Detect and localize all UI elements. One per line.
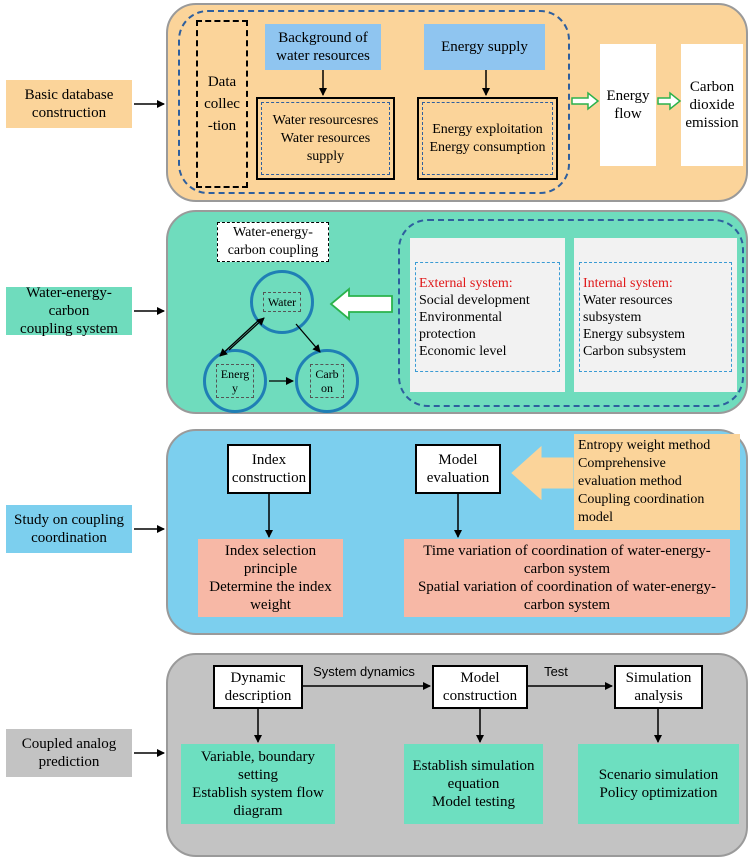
methods-box: Entropy weight method Comprehensive eval… (574, 434, 740, 530)
water-supply-frame (256, 97, 395, 180)
label-coupling-coordination: Study on coupling coordination (6, 505, 132, 553)
external-system-title: External system: (419, 275, 513, 291)
node-water-label: Water (262, 292, 302, 312)
node-carbon: Carb on (295, 349, 359, 413)
internal-system-panel (574, 238, 737, 392)
model-construction-box: Model construction (432, 665, 528, 709)
variable-boundary-box: Variable, boundary setting Establish sys… (181, 744, 335, 824)
energy-flow-box: Energy flow (600, 44, 656, 166)
label-basic-database: Basic database construction (6, 80, 132, 128)
node-water: Water (250, 270, 314, 334)
coupling-title-box: Water-energy- carbon coupling (217, 222, 329, 262)
internal-system-items: Water resources subsystem Energy subsyst… (583, 292, 687, 359)
energy-supply-box: Energy supply (424, 24, 545, 70)
simulation-equation-box: Establish simulation equation Model test… (404, 744, 543, 824)
node-energy-label: Energ y (215, 364, 255, 398)
dynamic-description-box: Dynamic description (213, 665, 303, 709)
external-system-panel (410, 238, 565, 392)
node-carbon-label: Carb on (310, 364, 344, 398)
model-evaluation-box: Model evaluation (415, 444, 501, 494)
test-label: Test (544, 664, 568, 679)
energy-exploit-box: Energy exploitation Energy consumption (422, 102, 553, 175)
external-system-items: Social development Environmental protect… (419, 292, 530, 359)
internal-system-title: Internal system: (583, 275, 673, 291)
energy-exploit-frame (417, 97, 558, 180)
external-system-box: External system: Social development Envi… (415, 262, 560, 372)
simulation-analysis-box: Simulation analysis (614, 665, 703, 709)
label-coupling-system: Water-energy-carbon coupling system (6, 285, 132, 337)
data-collection-box: Data collec -tion (196, 20, 248, 188)
background-water-box: Background of water resources (265, 24, 381, 70)
system-dynamics-label: System dynamics (313, 664, 415, 679)
node-energy: Energ y (203, 349, 267, 413)
index-construction-box: Index construction (227, 444, 311, 494)
label-analog-prediction: Coupled analog prediction (6, 729, 132, 777)
water-supply-box: Water resourcesres Water resources suppl… (261, 102, 390, 175)
systems-region-dashed (398, 219, 744, 407)
index-selection-box: Index selection principle Determine the … (198, 539, 343, 617)
data-region-dashed (178, 10, 570, 194)
internal-system-box: Internal system: Water resources subsyst… (579, 262, 732, 372)
variation-box: Time variation of coordination of water-… (404, 539, 730, 617)
co2-emission-box: Carbon dioxide emission (681, 44, 743, 166)
scenario-simulation-box: Scenario simulation Policy optimization (578, 744, 739, 824)
